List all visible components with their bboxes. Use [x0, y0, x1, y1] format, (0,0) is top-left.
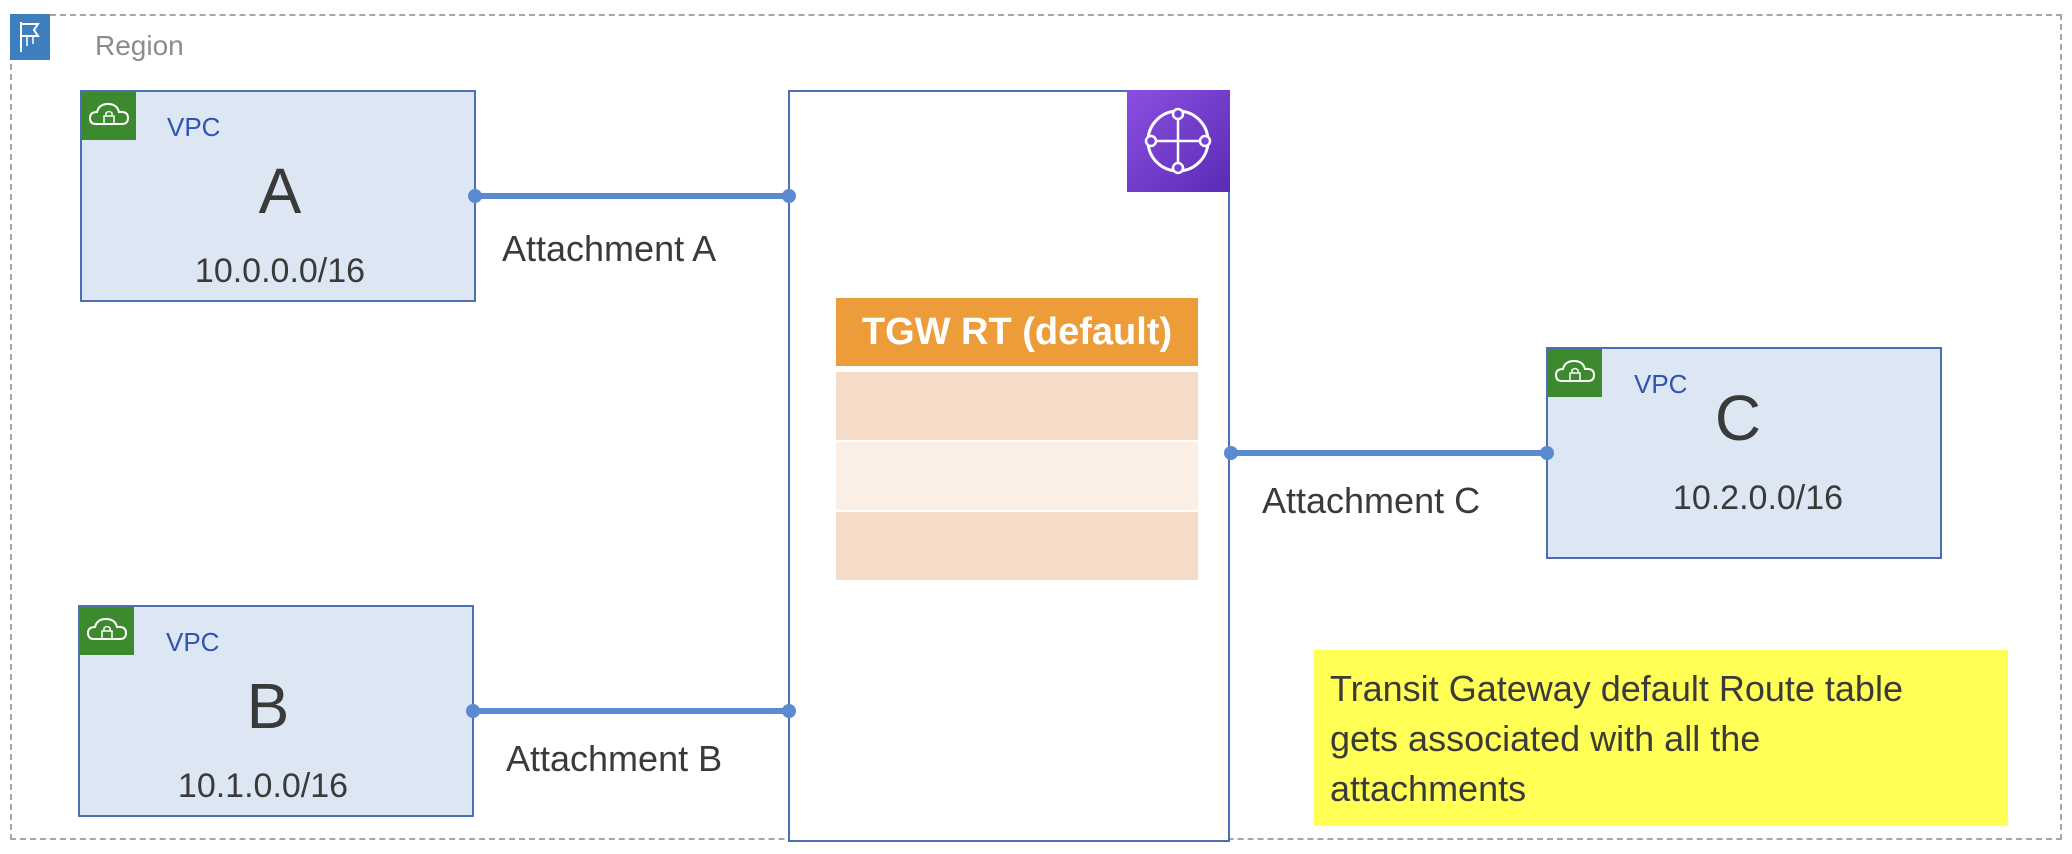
vpc-name: A [258, 155, 302, 227]
vpc-cloud-lock-icon [80, 607, 134, 655]
connector-dot [468, 189, 482, 203]
attachment-b-line [473, 708, 790, 714]
vpc-cloud-lock-icon [1548, 349, 1602, 397]
vpc-cidr: 10.0.0.0/16 [194, 252, 366, 290]
transit-gateway-icon [1127, 90, 1230, 192]
region-label: Region [95, 30, 184, 61]
vpc-cidr: 10.2.0.0/16 [1672, 479, 1844, 517]
vpc-type-label: VPC [167, 112, 221, 142]
note-line: Transit Gateway default Route table [1330, 668, 1903, 709]
vpc-name: C [1714, 382, 1762, 454]
vpc-type-label: VPC [1634, 369, 1688, 399]
attachment-c-line [1230, 450, 1546, 456]
vpc-cloud-lock-icon [82, 92, 136, 140]
attachment-c-label: Attachment C [1262, 480, 1481, 521]
attachment-a-line [475, 193, 790, 199]
route-table-header: TGW RT (default) [836, 298, 1198, 366]
connector-dot [1540, 446, 1554, 460]
route-table-row [836, 442, 1198, 510]
note-callout: Transit Gateway default Route table gets… [1314, 650, 2008, 826]
region-flag-icon [10, 14, 50, 60]
connector-dot [782, 704, 796, 718]
vpc-name: B [246, 670, 290, 742]
route-table-row [836, 512, 1198, 580]
attachment-b-label: Attachment B [506, 738, 723, 779]
attachment-a-label: Attachment A [502, 228, 717, 269]
vpc-a[interactable]: VPC A 10.0.0.0/16 [80, 90, 476, 302]
vpc-cidr: 10.1.0.0/16 [177, 767, 349, 805]
vpc-b[interactable]: VPC B 10.1.0.0/16 [78, 605, 474, 817]
vpc-c[interactable]: VPC C 10.2.0.0/16 [1546, 347, 1942, 559]
note-line: attachments [1330, 768, 1527, 809]
vpc-type-label: VPC [166, 627, 220, 657]
connector-dot [466, 704, 480, 718]
route-table-row [836, 372, 1198, 440]
note-line: gets associated with all the [1330, 718, 1761, 759]
connector-dot [782, 189, 796, 203]
connector-dot [1224, 446, 1238, 460]
